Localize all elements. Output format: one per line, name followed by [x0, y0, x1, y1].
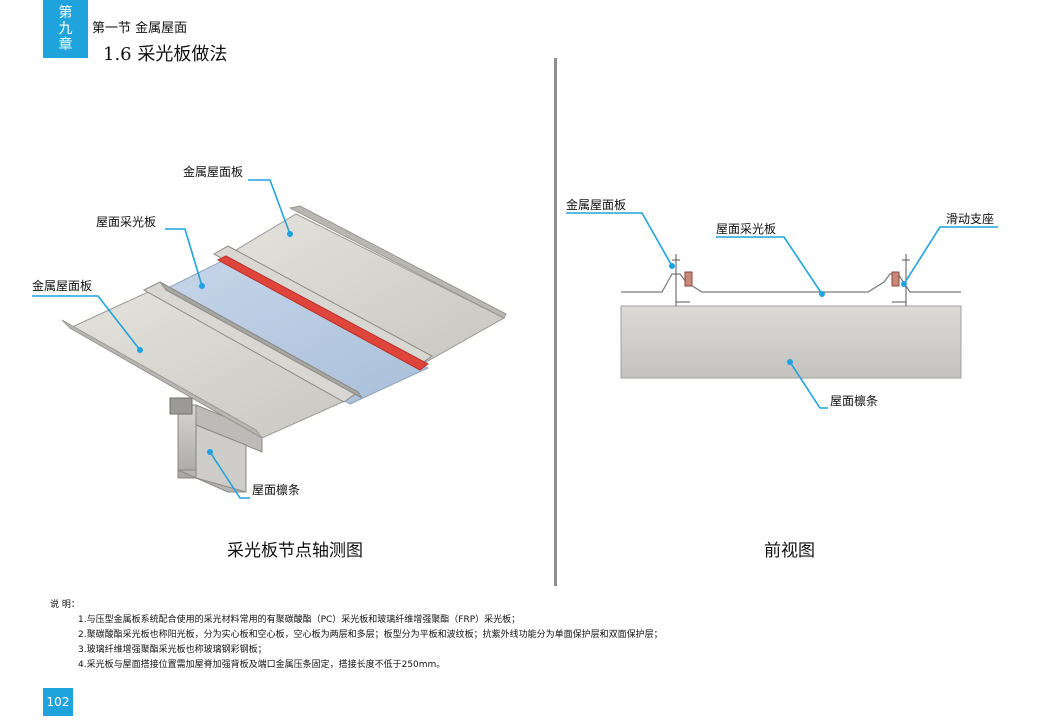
axonometric-leaders [32, 179, 293, 499]
label-purlin: 屋面檩条 [252, 482, 300, 497]
note-item: 3.玻璃纤维增强聚酯采光板也称玻璃钢彩钢板； [78, 645, 267, 655]
chapter-tab-char: 第 [58, 5, 73, 21]
leader-metal-panel-top [248, 179, 291, 235]
label-metal-panel-top: 金属屋面板 [183, 164, 243, 179]
axonometric-caption: 采光板节点轴测图 [227, 541, 363, 561]
leader-metal-panel-left [32, 295, 141, 351]
note-item: 4.采光板与屋面搭接位置需加屋脊加强背板及端口金属压条固定，搭接长度不低于250… [78, 660, 446, 670]
notes-title: 说 明： [50, 600, 80, 610]
note-item: 1.与压型金属板系统配合使用的采光材料常用的有聚碳酸酯（PC）采光板和玻璃纤维增… [78, 615, 521, 625]
leader-fv-sliding-support [903, 226, 998, 285]
vertical-divider [554, 58, 557, 586]
leader-fv-metal-panel [566, 212, 673, 267]
label-fv-purlin: 屋面檩条 [830, 393, 878, 408]
page-number: 102 [43, 688, 73, 716]
leader-fv-purlin [789, 361, 828, 409]
seam-rib-right-model [212, 245, 433, 371]
page-heading: 1.6 采光板做法 [103, 44, 228, 65]
roof-profile-line [621, 273, 961, 293]
label-fv-skylight: 屋面采光板 [716, 222, 776, 236]
leader-skylight-panel [165, 228, 203, 287]
leader-fv-skylight [716, 236, 823, 295]
label-fv-sliding-support: 滑动支座 [946, 211, 994, 226]
front-view-caption: 前视图 [764, 541, 815, 561]
label-skylight-panel: 屋面采光板 [96, 215, 156, 229]
red-gasket-strip [216, 255, 429, 371]
chapter-tab: 第 九 章 [43, 0, 88, 58]
label-metal-panel-left: 金属屋面板 [32, 278, 92, 293]
sliding-support-left [672, 254, 693, 306]
section-label: 第一节 金属屋面 [92, 21, 188, 36]
label-fv-metal-panel: 金属屋面板 [566, 197, 626, 212]
metal-panel-left-model [61, 291, 358, 439]
metal-panel-right-model [224, 205, 507, 363]
notes-list: 1.与压型金属板系统配合使用的采光材料常用的有聚碳酸酯（PC）采光板和玻璃纤维增… [50, 613, 663, 673]
note-item: 2.聚碳酸酯采光板也称阳光板，分为实心板和空心板，空心板为两层和多层；板型分为平… [78, 630, 663, 640]
front-view-leaders [566, 212, 998, 409]
leader-purlin [209, 451, 250, 499]
notes-section: 说 明： 1.与压型金属板系统配合使用的采光材料常用的有聚碳酸酯（PC）采光板和… [50, 598, 663, 673]
purlin-model [169, 397, 263, 493]
axonometric-figure: 金属屋面板 屋面采光板 金属屋面板 屋面檩条 [32, 164, 507, 499]
chapter-tab-char: 章 [58, 37, 73, 53]
chapter-tab-char: 九 [58, 21, 73, 37]
front-view-figure: 金属屋面板 屋面采光板 滑动支座 屋面檩条 [566, 197, 998, 409]
seam-rib-left-model [142, 281, 363, 403]
purlin-beam [620, 305, 962, 379]
